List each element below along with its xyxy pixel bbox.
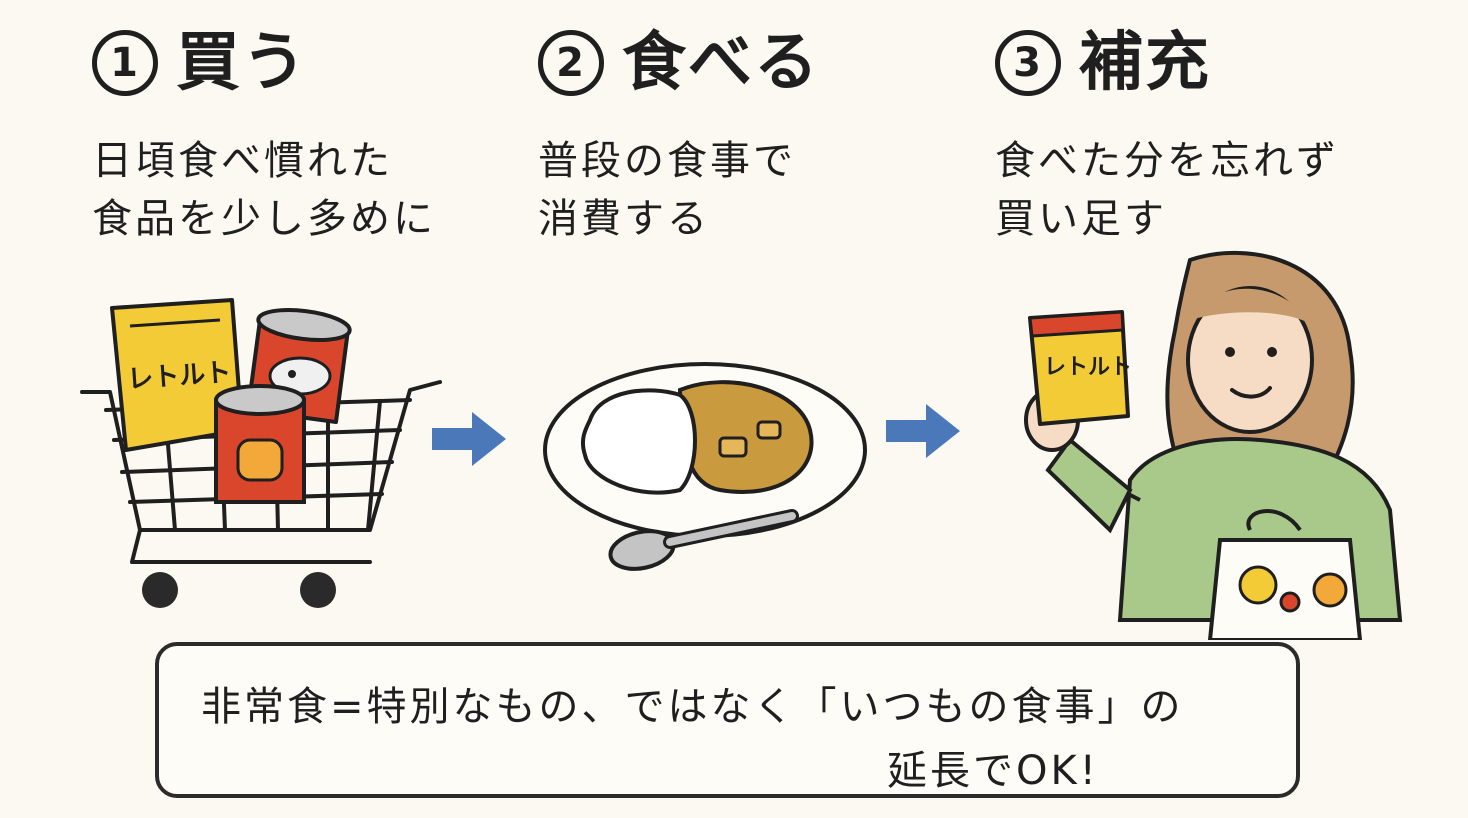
retort-pouch-hand-label: レトルト [1044, 355, 1132, 380]
step-number-2: 2 [538, 30, 604, 96]
retort-pouch-label: レトルト [126, 358, 232, 395]
step-eat-heading: 食べる [622, 26, 820, 100]
step-restock-heading: 補充 [1079, 26, 1211, 100]
cart-wheel [300, 572, 336, 608]
step-restock: 3 補充 食べた分を忘れず 買い足す [995, 30, 1415, 248]
note-line-2: 延長でOK! [887, 748, 1099, 794]
curry-plate-icon [543, 362, 867, 571]
retort-pouch-icon: レトルト [1028, 310, 1132, 426]
step-eat-title: 2 食べる [538, 30, 958, 96]
step-buy-heading: 買う [176, 26, 308, 100]
step-buy-title: 1 買う [92, 30, 512, 96]
step-buy: 1 買う 日頃食べ慣れた 食品を少し多めに [92, 30, 512, 248]
note-box: 非常食=特別なもの、ではなく「いつもの食事」の 延長でOK! [155, 642, 1300, 798]
step-restock-title: 3 補充 [995, 30, 1415, 96]
step-number-1: 1 [92, 30, 158, 96]
step-eat-description: 普段の食事で 消費する [538, 138, 796, 242]
shopping-bag-icon [1207, 509, 1363, 640]
arrow-right-icon [432, 412, 506, 466]
shopping-cart-icon: レトルト [80, 298, 442, 608]
step-restock-description: 食べた分を忘れず 買い足す [995, 138, 1339, 242]
step-eat: 2 食べる 普段の食事で 消費する [538, 30, 958, 248]
spoon-icon [608, 509, 799, 571]
can-icon [214, 384, 306, 504]
step-number-3: 3 [995, 30, 1061, 96]
arrow-right-icon [886, 404, 960, 458]
woman-shopper-icon: レトルト [1024, 250, 1403, 640]
cart-wheel [142, 572, 178, 608]
step-buy-description: 日頃食べ慣れた 食品を少し多めに [92, 138, 436, 242]
note-line-1: 非常食=特別なもの、ではなく「いつもの食事」の [201, 684, 1184, 730]
